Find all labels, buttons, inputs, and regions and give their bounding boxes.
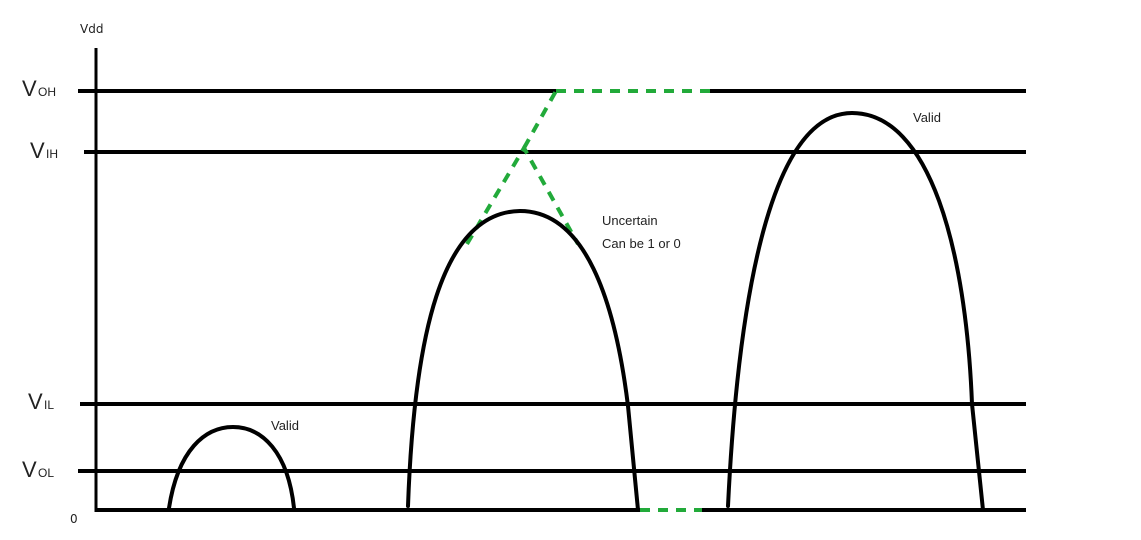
large-pulse-valid-label: Valid (913, 110, 941, 125)
svg-text:V: V (22, 76, 37, 101)
svg-text:OL: OL (38, 466, 54, 480)
svg-text:V: V (28, 389, 43, 414)
svg-text:IH: IH (46, 147, 58, 161)
vil-label: V IL (28, 389, 54, 414)
vol-label: V OL (22, 457, 54, 482)
uncertain-rise-dash (465, 144, 580, 246)
svg-text:V: V (22, 457, 37, 482)
uncertain-label-line1: Uncertain (602, 213, 658, 228)
vih-label: V IH (30, 138, 58, 163)
small-pulse-valid-label: Valid (271, 418, 299, 433)
vdd-label: Vdd (80, 22, 103, 36)
uncertain-label-line2: Can be 1 or 0 (602, 236, 681, 251)
svg-text:IL: IL (44, 398, 54, 412)
voh-label: V OH (22, 76, 56, 101)
svg-text:V: V (30, 138, 45, 163)
small-valid-pulse (167, 424, 296, 510)
uncertain-to-voh-dash (522, 90, 558, 149)
svg-text:OH: OH (38, 85, 56, 99)
origin-label: 0 (70, 512, 78, 526)
large-valid-pulse (726, 110, 985, 512)
uncertain-pulse (406, 208, 640, 512)
